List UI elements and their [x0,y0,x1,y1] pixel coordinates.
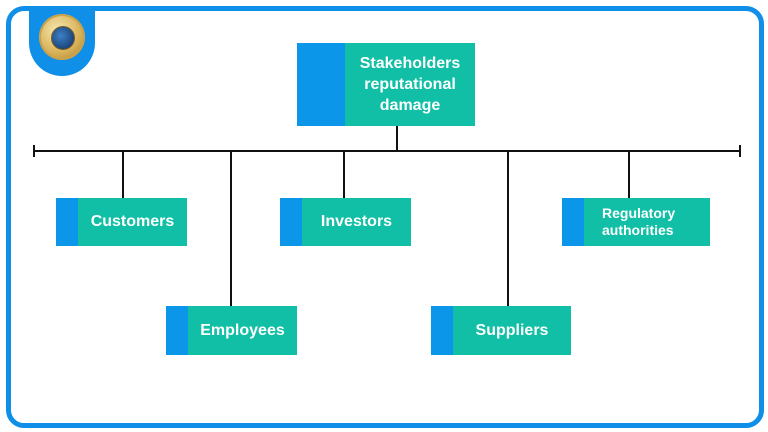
seal-logo-icon [39,14,85,60]
connector-customers [122,151,124,198]
node-suppliers: Suppliers [431,306,571,355]
node-label: Customers [90,213,175,230]
root-node-label: Stakeholders reputational damage [359,55,461,114]
node-accent [166,306,188,355]
node-regulatory-authorities: Regulatory authorities [562,198,710,246]
connector-investors [343,151,345,198]
root-node: Stakeholders reputational damage [297,43,475,126]
node-investors: Investors [280,198,411,246]
node-accent [56,198,78,246]
node-label: Regulatory authorities [602,205,676,238]
connector-employees [230,151,232,306]
logo-tab [29,6,95,76]
root-connector [396,126,398,151]
node-employees: Employees [166,306,297,355]
main-connector-line [34,150,741,152]
node-customers: Customers [56,198,187,246]
connector-right-cap [739,145,741,157]
node-label: Investors [320,213,393,230]
connector-regulatory [628,151,630,198]
seal-globe-icon [51,26,75,50]
node-accent [562,198,584,246]
node-accent [280,198,302,246]
connector-suppliers [507,151,509,306]
node-accent [431,306,453,355]
node-label: Suppliers [475,321,549,339]
node-label: Employees [200,321,285,339]
root-node-accent [297,43,345,126]
connector-left-cap [33,145,35,157]
